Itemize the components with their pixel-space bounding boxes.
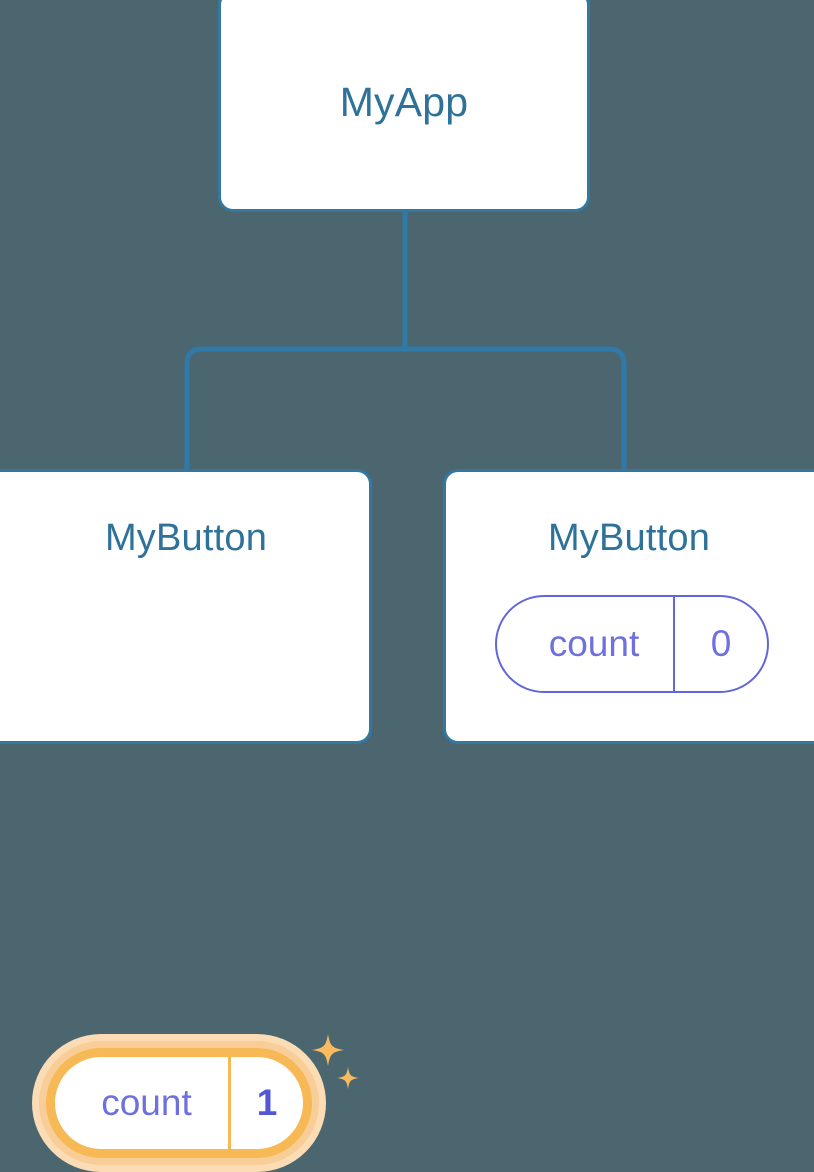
- state-value-left: 1: [228, 1057, 303, 1149]
- node-myapp-title: MyApp: [339, 79, 469, 125]
- node-myapp[interactable]: MyApp: [218, 0, 590, 212]
- edge-root-to-right-child: [405, 346, 627, 474]
- state-value-right: 0: [673, 597, 767, 691]
- node-mybutton-left[interactable]: MyButton count 1: [0, 469, 372, 1172]
- node-mybutton-right-title: MyButton: [547, 517, 711, 559]
- state-pill-left[interactable]: count 1: [46, 1048, 312, 1158]
- state-key-left: count: [101, 1082, 192, 1123]
- state-pill-left-wrapper: count 1: [32, 1034, 326, 1172]
- state-pill-right[interactable]: count 0: [495, 595, 769, 693]
- edge-root-to-left-child: [184, 346, 405, 474]
- sparkle-small-icon: [337, 1067, 359, 1089]
- node-mybutton-right[interactable]: MyButton count 0: [443, 469, 814, 744]
- state-key-right: count: [548, 623, 640, 664]
- state-pill-right-wrapper: count 0: [495, 595, 769, 693]
- node-mybutton-left-title: MyButton: [104, 517, 268, 559]
